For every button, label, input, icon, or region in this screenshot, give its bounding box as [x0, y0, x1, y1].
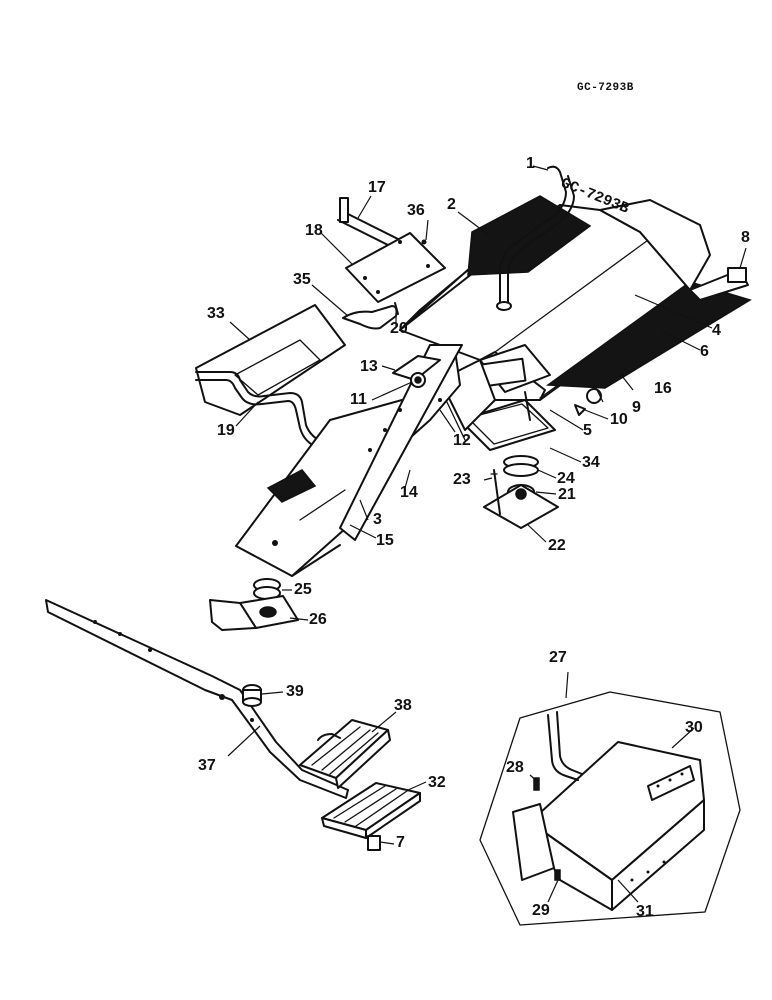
- figure-code: GC-7293B: [577, 82, 634, 94]
- callout-16: 16: [654, 380, 672, 397]
- callout-4: 4: [712, 322, 721, 339]
- callout-39: 39: [286, 683, 304, 700]
- callout-3: 3: [373, 511, 382, 528]
- side-panel-right: [545, 281, 752, 389]
- callout-27: 27: [549, 649, 567, 666]
- callout-8: 8: [741, 229, 750, 246]
- leader-lines: [227, 165, 747, 903]
- callout-12: 12: [453, 432, 471, 449]
- pedal-bracket: [392, 355, 441, 388]
- callout-9: 9: [632, 399, 641, 416]
- callout-23: 23: [453, 471, 471, 488]
- part-8-clip: [727, 267, 747, 283]
- side-panel-left: [467, 195, 592, 276]
- lower-mount: [483, 455, 559, 529]
- callout-21: 21: [558, 486, 576, 503]
- callout-18: 18: [305, 222, 323, 239]
- callout-28: 28: [506, 759, 524, 776]
- lower-step: [321, 782, 421, 851]
- upper-step: [299, 719, 391, 789]
- callout-29: 29: [532, 902, 550, 919]
- callout-38: 38: [394, 697, 412, 714]
- callout-15: 15: [376, 532, 394, 549]
- part-23-bolt: [493, 469, 501, 515]
- callout-31: 31: [636, 903, 654, 920]
- callout-24: 24: [557, 470, 575, 487]
- callout-1: 1: [526, 155, 535, 172]
- console-assembly: [459, 344, 624, 451]
- callout-13: 13: [360, 358, 378, 375]
- support-rail: [195, 371, 331, 459]
- callout-7: 7: [396, 834, 405, 851]
- callout-30: 30: [685, 719, 703, 736]
- callout-26: 26: [309, 611, 327, 628]
- callout-17: 17: [368, 179, 386, 196]
- floor-mat: [195, 304, 346, 416]
- part-9-knob: [586, 388, 602, 404]
- operator-platform: [235, 344, 463, 577]
- callout-2: 2: [447, 196, 456, 213]
- callout-25: 25: [294, 581, 312, 598]
- callout-11: 11: [350, 391, 367, 408]
- inset-panel: [479, 691, 741, 926]
- callout-36: 36: [407, 202, 425, 219]
- callout-19: 19: [217, 422, 235, 439]
- grab-handle: [496, 165, 575, 311]
- callout-22: 22: [548, 537, 566, 554]
- callout-34: 34: [582, 454, 600, 471]
- callout-20: 20: [390, 320, 408, 337]
- callout-32: 32: [428, 774, 446, 791]
- callout-33: 33: [207, 305, 225, 322]
- seat-bracket: [337, 197, 446, 330]
- callout-35: 35: [293, 271, 311, 288]
- frame-rail: [45, 599, 349, 799]
- callout-14: 14: [400, 484, 418, 501]
- callout-10: 10: [610, 411, 628, 428]
- callout-37: 37: [198, 757, 216, 774]
- rear-mount: [209, 578, 299, 631]
- callout-5: 5: [583, 422, 592, 439]
- part-10-wing-nut: [574, 404, 586, 416]
- callout-6: 6: [700, 343, 709, 360]
